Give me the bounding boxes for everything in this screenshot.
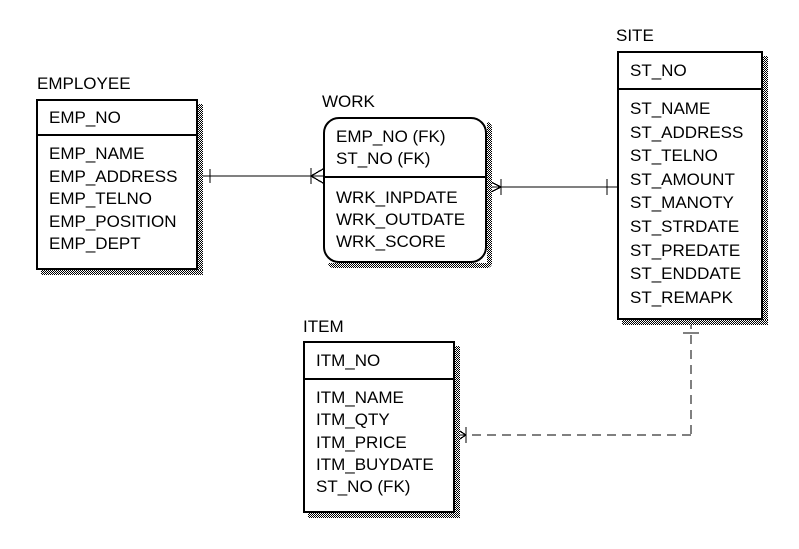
- attribute-row[interactable]: ST_REMAPK: [630, 287, 733, 307]
- attribute-row[interactable]: ST_MANOTY: [630, 193, 734, 213]
- entity-label-site: SITE: [616, 26, 654, 45]
- attribute-row[interactable]: ITM_QTY: [316, 410, 390, 430]
- pk-section-item: ITM_NO: [305, 343, 453, 380]
- attribute-row[interactable]: ST_PREDATE: [630, 240, 741, 260]
- pk-section-work: EMP_NO (FK) ST_NO (FK): [325, 119, 485, 178]
- attribute-row[interactable]: EMP_POSITION: [49, 211, 177, 231]
- pk-attribute-row[interactable]: ST_NO: [630, 61, 687, 80]
- pk-attribute-row[interactable]: EMP_NO: [49, 108, 121, 127]
- entity-label-employee: EMPLOYEE: [37, 74, 131, 93]
- pk-attribute-row[interactable]: EMP_NO (FK): [336, 127, 446, 146]
- attr-section-employee: EMP_NAME EMP_ADDRESS EMP_TELNO EMP_POSITION…: [38, 136, 196, 256]
- pk-attribute-row[interactable]: ITM_NO: [316, 351, 381, 370]
- entity-label-work: WORK: [322, 92, 375, 111]
- attribute-row[interactable]: ST_ADDRESS: [630, 122, 744, 142]
- attribute-row[interactable]: ST_NAME: [630, 99, 711, 118]
- pk-attribute-row[interactable]: ST_NO (FK): [336, 149, 431, 168]
- pk-section-employee: EMP_NO: [38, 101, 196, 136]
- attr-section-work: WRK_INPDATE WRK_OUTDATE WRK_SCORE: [325, 178, 485, 253]
- attribute-row[interactable]: WRK_INPDATE: [336, 188, 458, 207]
- relationship-employee-work[interactable]: [198, 168, 324, 184]
- attribute-row[interactable]: ITM_NAME: [316, 388, 404, 407]
- attr-section-site: ST_NAME ST_ADDRESS ST_TELNO ST_AMOUNT ST_MAN…: [619, 90, 761, 309]
- attribute-row[interactable]: ST_ENDDATE: [630, 264, 742, 284]
- attribute-row[interactable]: EMP_TELNO: [49, 189, 152, 208]
- attribute-row[interactable]: ST_TELNO: [630, 146, 718, 166]
- attribute-row[interactable]: EMP_DEPT: [49, 234, 141, 253]
- attribute-row[interactable]: ST_STRDATE: [630, 216, 740, 236]
- attribute-row[interactable]: ST_NO (FK): [316, 477, 411, 497]
- entity-employee[interactable]: EMP_NO EMP_NAME EMP_ADDRESS EMP_TELNO EMP_PO…: [36, 99, 203, 275]
- attribute-row[interactable]: ITM_PRICE: [316, 432, 407, 452]
- attribute-row[interactable]: EMP_ADDRESS: [49, 166, 178, 186]
- entity-label-item: ITEM: [303, 317, 344, 336]
- attribute-row[interactable]: EMP_NAME: [49, 144, 145, 163]
- pk-section-site: ST_NO: [619, 53, 761, 90]
- attribute-row[interactable]: ST_AMOUNT: [630, 169, 735, 189]
- attribute-row[interactable]: ITM_BUYDATE: [316, 454, 434, 474]
- attribute-row[interactable]: WRK_SCORE: [336, 232, 446, 251]
- relationship-work-site[interactable]: [486, 179, 617, 195]
- entity-work[interactable]: EMP_NO (FK) ST_NO (FK) WRK_INPDATE WRK_OUTD…: [323, 117, 492, 268]
- relationship-site-item[interactable]: [454, 320, 699, 443]
- attribute-row[interactable]: WRK_OUTDATE: [336, 210, 466, 229]
